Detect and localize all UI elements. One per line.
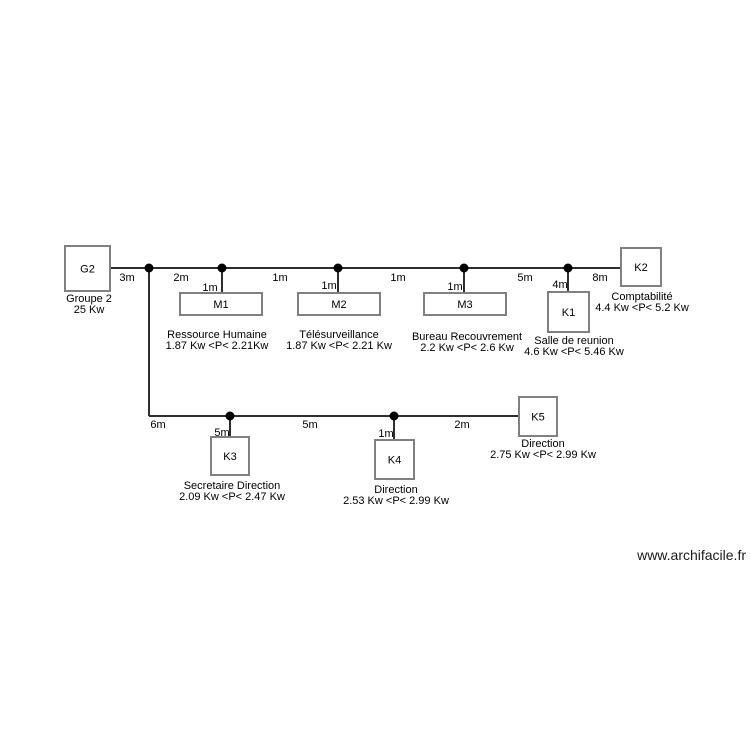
node-label-m2: M2 — [331, 299, 346, 311]
node-desc-k3-line1: Secretaire Direction — [184, 480, 281, 492]
distance-label: 1m — [321, 280, 336, 292]
node-desc-g2-line1: Groupe 2 — [66, 293, 112, 305]
node-box-k2[interactable] — [620, 247, 662, 287]
distance-label: 3m — [119, 272, 134, 284]
node-desc-k3-line2: 2.09 Kw <P< 2.47 Kw — [179, 491, 285, 503]
watermark: www.archifacile.fr — [637, 547, 746, 563]
node-desc-k4-line1: Direction — [374, 484, 417, 496]
node-desc-k5-line2: 2.75 Kw <P< 2.99 Kw — [490, 449, 596, 461]
distance-label: 1m — [272, 272, 287, 284]
node-desc-m3-line2: 2.2 Kw <P< 2.6 Kw — [420, 342, 514, 354]
node-desc-m1-line1: Ressource Humaine — [167, 329, 267, 341]
distance-label: 1m — [390, 272, 405, 284]
junction-dot — [333, 263, 343, 273]
node-box-k4[interactable] — [374, 439, 415, 480]
node-box-m1[interactable] — [179, 292, 263, 316]
node-desc-m2-line2: 1.87 Kw <P< 2.21 Kw — [286, 340, 392, 352]
node-label-m3: M3 — [457, 299, 472, 311]
distance-label: 2m — [454, 419, 469, 431]
junction-dot — [389, 411, 399, 421]
junction-dot — [217, 263, 227, 273]
node-label-k5: K5 — [531, 412, 544, 424]
node-box-g2[interactable] — [64, 245, 111, 292]
junction-dot — [144, 263, 154, 273]
node-desc-k1-line2: 4.6 Kw <P< 5.46 Kw — [524, 346, 624, 358]
distance-label: 5m — [517, 272, 532, 284]
node-desc-m2-line1: Télésurveillance — [299, 329, 378, 341]
node-desc-k2-line2: 4.4 Kw <P< 5.2 Kw — [595, 302, 689, 314]
node-box-k5[interactable] — [518, 396, 558, 437]
distance-label: 4m — [552, 279, 567, 291]
node-label-m1: M1 — [213, 299, 228, 311]
distance-label: 5m — [214, 427, 229, 439]
node-label-k2: K2 — [634, 262, 647, 274]
node-label-g2: G2 — [80, 264, 95, 276]
distance-label: 6m — [150, 419, 165, 431]
node-desc-k1-line1: Salle de reunion — [534, 335, 614, 347]
node-desc-m3-line1: Bureau Recouvrement — [412, 331, 522, 343]
distance-label: 1m — [378, 428, 393, 440]
node-desc-k5-line1: Direction — [521, 438, 564, 450]
junction-dot — [563, 263, 573, 273]
distance-label: 1m — [447, 281, 462, 293]
distance-label: 5m — [302, 419, 317, 431]
node-desc-g2-line2: 25 Kw — [74, 304, 105, 316]
node-box-m3[interactable] — [423, 292, 507, 316]
distance-label: 2m — [173, 272, 188, 284]
node-box-k3[interactable] — [210, 436, 250, 476]
node-label-k1: K1 — [562, 307, 575, 319]
distance-label: 1m — [202, 282, 217, 294]
node-label-k3: K3 — [223, 451, 236, 463]
node-label-k4: K4 — [388, 455, 401, 467]
node-desc-k4-line2: 2.53 Kw <P< 2.99 Kw — [343, 495, 449, 507]
junction-dot — [459, 263, 469, 273]
node-desc-m1-line2: 1.87 Kw <P< 2.21Kw — [166, 340, 269, 352]
distance-label: 8m — [592, 272, 607, 284]
node-desc-k2-line1: Comptabilité — [611, 291, 672, 303]
node-box-k1[interactable] — [547, 291, 590, 333]
junction-dot — [225, 411, 235, 421]
node-box-m2[interactable] — [297, 292, 381, 316]
